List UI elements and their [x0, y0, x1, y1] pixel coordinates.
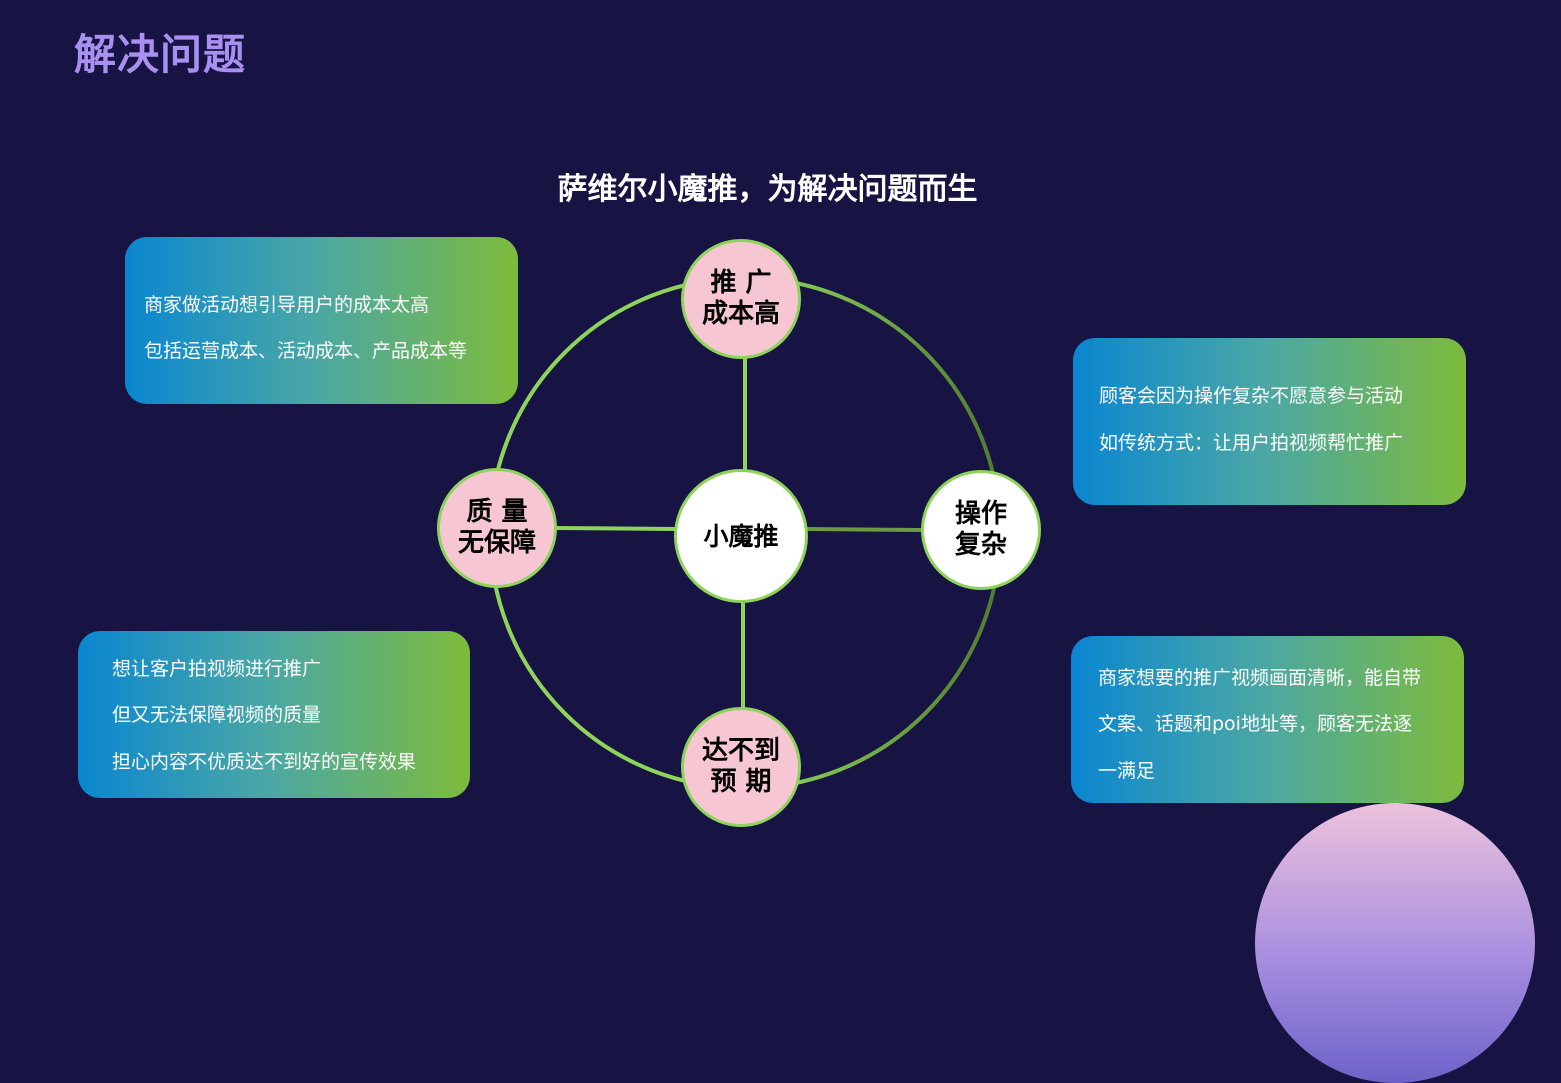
card-text-line: 包括运营成本、活动成本、产品成本等 — [144, 340, 468, 362]
node-label-line: 小魔推 — [703, 521, 779, 551]
card-operation-complex: 顾客会因为操作复杂不愿意参与活动 如传统方式：让用户拍视频帮忙推广 — [1073, 338, 1466, 505]
decorative-bubble — [1255, 803, 1535, 1083]
card-text-line: 想让客户拍视频进行推广 — [112, 658, 322, 680]
node-operation-complex: 操作 复杂 — [921, 470, 1041, 590]
card-text-line: 担心内容不优质达不到好的宣传效果 — [112, 751, 417, 773]
node-label-line: 预 期 — [710, 767, 772, 797]
spoke-right — [806, 527, 923, 532]
node-label-line: 成本高 — [701, 299, 780, 329]
card-text-line: 一满足 — [1098, 760, 1156, 782]
card-cost-high: 商家做活动想引导用户的成本太高 包括运营成本、活动成本、产品成本等 — [125, 237, 518, 404]
card-text-line: 顾客会因为操作复杂不愿意参与活动 — [1099, 385, 1404, 407]
diagram-subtitle: 萨维尔小魔推，为解决问题而生 — [557, 172, 978, 207]
node-promotion-cost: 推 广 成本高 — [681, 239, 801, 359]
node-label-line: 操作 — [954, 499, 1007, 529]
node-label-line: 复杂 — [954, 530, 1007, 560]
node-label-line: 达不到 — [701, 736, 780, 766]
card-text-line: 商家想要的推广视频画面清晰，能自带 — [1098, 667, 1422, 689]
card-text-line: 但又无法保障视频的质量 — [112, 704, 322, 726]
page-title: 解决问题 — [74, 30, 247, 79]
card-below-expectation: 商家想要的推广视频画面清晰，能自带 文案、话题和poi地址等，顾客无法逐 一满足 — [1071, 636, 1464, 803]
spoke-left — [555, 526, 676, 531]
node-label-line: 推 广 — [710, 268, 772, 298]
node-label-line: 无保障 — [457, 528, 536, 558]
node-label-line: 质 量 — [466, 497, 528, 527]
node-below-expectation: 达不到 预 期 — [681, 707, 801, 827]
node-center-xiaomotui: 小魔推 — [674, 469, 808, 603]
card-text-line: 文案、话题和poi地址等，顾客无法逐 — [1098, 713, 1412, 735]
card-text-line: 商家做活动想引导用户的成本太高 — [144, 294, 430, 316]
node-quality-unguaranteed: 质 量 无保障 — [437, 468, 557, 588]
card-quality-unguaranteed: 想让客户拍视频进行推广 但又无法保障视频的质量 担心内容不优质达不到好的宣传效果 — [78, 631, 470, 798]
card-text-line: 如传统方式：让用户拍视频帮忙推广 — [1099, 432, 1404, 454]
